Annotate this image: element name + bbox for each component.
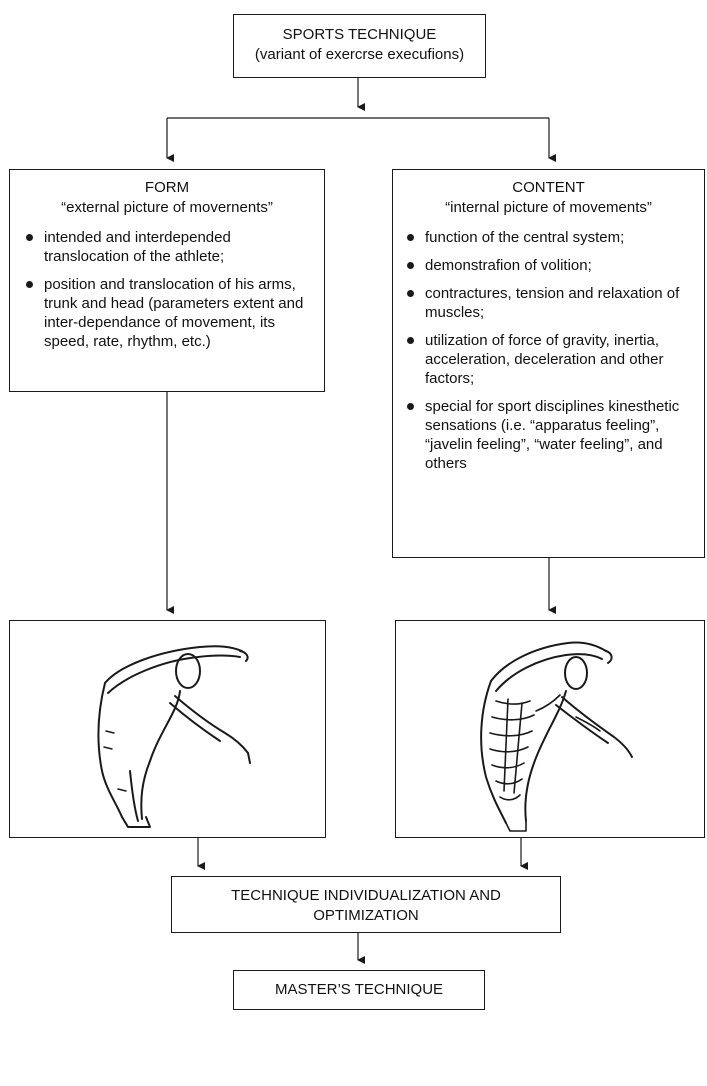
content-subtitle: “internal picture of movements” — [399, 198, 698, 218]
form-figure-box — [9, 620, 326, 838]
content-item: demonstrafion of volition; — [399, 256, 698, 275]
form-box: FORM “external picture of movernents” in… — [9, 169, 325, 392]
content-figure-box — [395, 620, 705, 838]
sports-technique-subtitle: (variant of exercrse execufions) — [234, 45, 485, 65]
content-item: special for sport disciplines kinestheti… — [399, 397, 698, 473]
master-technique-title: MASTER’S TECHNIQUE — [234, 980, 484, 1000]
content-item: contractures, tension and relaxation of … — [399, 284, 698, 322]
master-technique-box: MASTER’S TECHNIQUE — [233, 970, 485, 1010]
sports-technique-title: SPORTS TECHNIQUE — [234, 25, 485, 45]
individualization-box: TECHNIQUE INDIVIDUALIZATION AND OPTIMIZA… — [171, 876, 561, 933]
individualization-line2: OPTIMIZATION — [172, 906, 560, 926]
content-item: utilization of force of gravity, inertia… — [399, 331, 698, 388]
form-title: FORM — [18, 178, 316, 198]
sports-technique-box: SPORTS TECHNIQUE (variant of exercrse ex… — [233, 14, 486, 78]
form-item: intended and interdepended translocation… — [18, 228, 316, 266]
individualization-line1: TECHNIQUE INDIVIDUALIZATION AND — [172, 886, 560, 906]
content-item: function of the central system; — [399, 228, 698, 247]
content-title: CONTENT — [399, 178, 698, 198]
content-box: CONTENT “internal picture of movements” … — [392, 169, 705, 558]
form-item-list: intended and interdepended translocation… — [18, 228, 316, 351]
athlete-muscle-figure — [396, 621, 704, 837]
form-item: position and translocation of his arms, … — [18, 275, 316, 351]
form-subtitle: “external picture of movernents” — [18, 198, 316, 218]
athlete-outline-figure — [10, 621, 325, 837]
content-item-list: function of the central system; demonstr… — [399, 228, 698, 473]
